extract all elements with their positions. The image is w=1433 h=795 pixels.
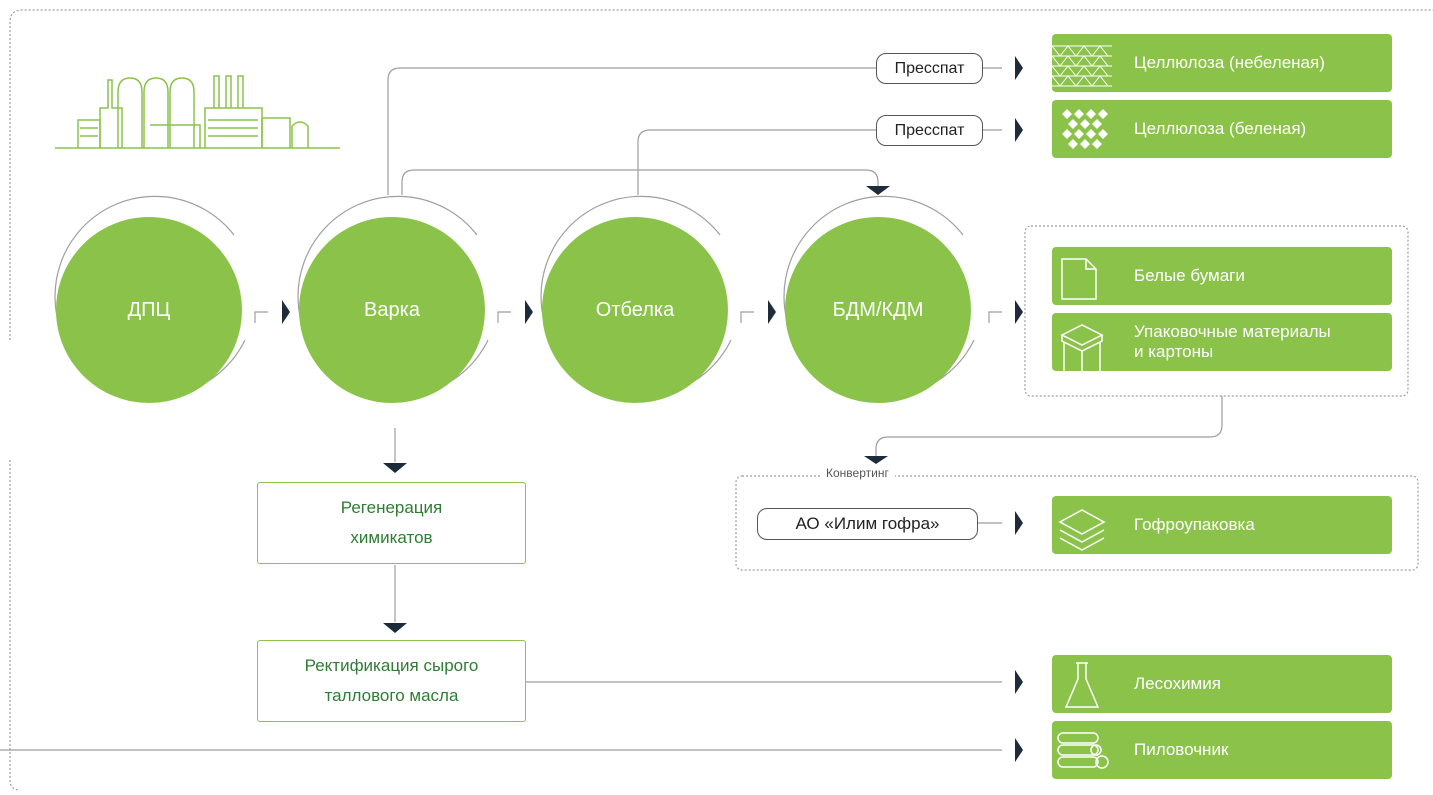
factory-icon [55,75,340,149]
product-bleached-pulp: Целлюлоза (беленая) [1052,100,1392,158]
box-icon [1060,324,1104,371]
outer-frame [9,9,1433,340]
converting-group-frame [735,475,1419,571]
stage-label: ДПЦ [127,298,171,321]
product-label-line: Упаковочные материалы [1134,322,1331,341]
logs-icon [1057,732,1109,769]
product-label: Целлюлоза (небеленая) [1134,53,1325,72]
flask-icon [1064,662,1100,708]
paper-sheet-icon [1061,258,1097,300]
bleached-pulp-icon [1062,109,1108,149]
product-wood-chemicals: Лесохимия [1052,655,1392,713]
product-label: Пиловочник [1134,740,1229,759]
stage-bdm-kdm: БДМ/КДМ [785,217,971,403]
product-label: Гофроупаковка [1134,515,1255,534]
stage-dpc: ДПЦ [56,217,242,403]
process-line: Ректификация сырого [304,656,479,675]
ilim-gofra-label: АО «Илим гофра» [757,508,978,540]
stage-otbelka: Отбелка [542,217,728,403]
paper-group-frame [1024,225,1409,397]
process-line: химикатов [350,528,433,547]
product-packaging: Упаковочные материалы и картоны [1052,313,1392,371]
product-label: Упаковочные материалы и картоны [1134,313,1331,371]
product-label: Целлюлоза (беленая) [1134,119,1307,138]
process-line: таллового масла [324,686,459,705]
product-label-line: и картоны [1134,342,1214,361]
unbleached-pulp-icon [1052,45,1112,87]
stage-label: БДМ/КДМ [832,298,924,321]
product-sawlogs: Пиловочник [1052,721,1392,779]
process-line: Регенерация [340,498,443,517]
presspat-label-2: Пресспат [876,115,983,146]
corrugated-stack-icon [1058,509,1106,551]
stage-varka: Варка [299,217,485,403]
stage-label: Отбелка [595,298,675,321]
outer-frame-lower [9,460,21,791]
product-white-paper: Белые бумаги [1052,247,1392,305]
product-label: Белые бумаги [1134,266,1245,285]
converting-group-title: Конвертинг [820,466,895,480]
presspat-label-1: Пресспат [876,53,983,84]
product-corrugated: Гофроупаковка [1052,496,1392,554]
stage-label: Варка [364,298,420,321]
process-regeneration: Регенерация химикатов [257,482,526,564]
product-label: Лесохимия [1134,674,1221,693]
product-unbleached-pulp: Целлюлоза (небеленая) [1052,34,1392,92]
process-rectification: Ректификация сырого таллового масла [257,640,526,722]
